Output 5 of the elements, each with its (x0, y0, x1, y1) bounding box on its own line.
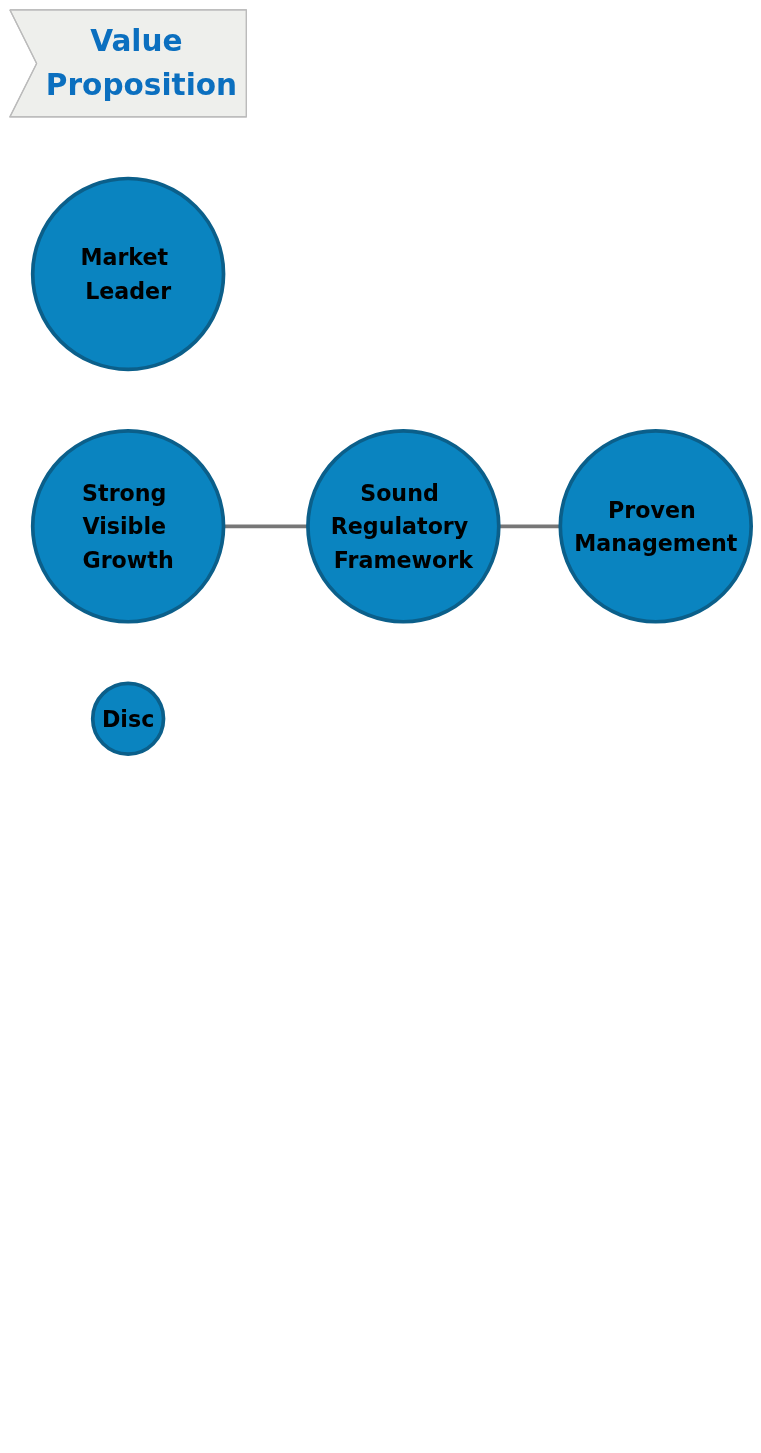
node-circle: Strong Visible Growth (30, 429, 226, 624)
node-circle: Disc (90, 681, 166, 756)
node-circle: Sound Regulatory Framework (306, 429, 501, 624)
node-circle: Market Leader (30, 176, 226, 372)
node-circle: Proven Management (558, 429, 753, 624)
